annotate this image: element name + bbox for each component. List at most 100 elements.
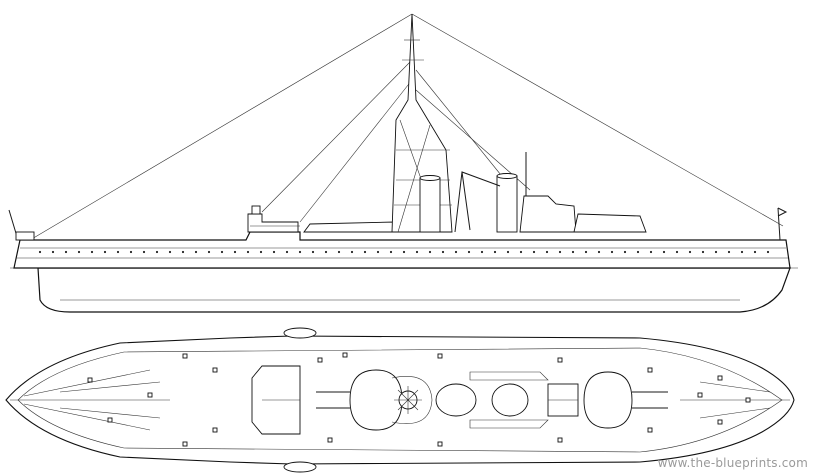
porthole: [363, 250, 367, 254]
porthole: [519, 250, 523, 254]
deck-fitting: [147, 392, 153, 398]
porthole: [194, 250, 198, 254]
deck-fitting: [557, 437, 563, 443]
deck-fitting: [212, 367, 218, 373]
forward-superstructure: [247, 213, 299, 233]
porthole: [740, 250, 744, 254]
stern-flagstaff: [777, 207, 781, 241]
porthole: [38, 250, 42, 254]
porthole: [454, 250, 458, 254]
forward-turret-side: [303, 221, 401, 233]
porthole: [402, 250, 406, 254]
porthole: [766, 250, 770, 254]
porthole: [311, 250, 315, 254]
porthole: [389, 250, 393, 254]
deck-fitting: [557, 357, 563, 363]
deck-fitting: [327, 437, 333, 443]
porthole: [142, 250, 146, 254]
porthole: [506, 250, 510, 254]
hull-side: [13, 231, 791, 269]
porthole: [246, 250, 250, 254]
porthole: [415, 250, 419, 254]
porthole: [467, 250, 471, 254]
lower-hull: [37, 267, 791, 313]
porthole: [636, 250, 640, 254]
deck-fitting: [317, 357, 323, 363]
porthole: [688, 250, 692, 254]
porthole: [532, 250, 536, 254]
aft-turret-side: [573, 213, 647, 233]
side-profile-view: [8, 13, 798, 313]
porthole: [168, 250, 172, 254]
porthole: [116, 250, 120, 254]
porthole: [220, 250, 224, 254]
porthole: [584, 250, 588, 254]
porthole: [545, 250, 549, 254]
aft-funnel: [496, 175, 518, 233]
porthole: [272, 250, 276, 254]
porthole: [610, 250, 614, 254]
boat-crane: [454, 171, 501, 233]
signal-lamp: [251, 205, 261, 215]
porthole: [727, 250, 731, 254]
porthole: [558, 250, 562, 254]
porthole: [285, 250, 289, 254]
porthole: [298, 250, 302, 254]
porthole: [675, 250, 679, 254]
porthole: [337, 250, 341, 254]
porthole: [324, 250, 328, 254]
porthole: [155, 250, 159, 254]
porthole: [662, 250, 666, 254]
deck-fitting: [437, 441, 443, 447]
porthole: [623, 250, 627, 254]
porthole: [233, 250, 237, 254]
porthole: [51, 250, 55, 254]
deck-fitting: [745, 397, 751, 403]
top-plan-view: [5, 327, 795, 473]
deck-fitting: [697, 392, 703, 398]
porthole: [103, 250, 107, 254]
porthole-row: [38, 250, 770, 254]
deck-fitting: [182, 353, 188, 359]
porthole: [701, 250, 705, 254]
porthole: [259, 250, 263, 254]
deck-fittings: [87, 352, 751, 447]
bow-capstan: [15, 231, 35, 241]
porthole: [441, 250, 445, 254]
deck-fitting: [717, 419, 723, 425]
porthole: [597, 250, 601, 254]
deck-fitting: [87, 377, 93, 383]
aft-turret-plan: [583, 371, 633, 429]
porthole: [571, 250, 575, 254]
watermark-text: www.the-blueprints.com: [657, 456, 808, 470]
deck-fitting: [342, 352, 348, 358]
porthole: [480, 250, 484, 254]
deck-fitting: [437, 353, 443, 359]
porthole: [64, 250, 68, 254]
porthole: [77, 250, 81, 254]
porthole: [493, 250, 497, 254]
porthole: [207, 250, 211, 254]
porthole: [376, 250, 380, 254]
deck-fitting: [647, 367, 653, 373]
forward-funnel: [419, 177, 441, 233]
porthole: [90, 250, 94, 254]
porthole: [753, 250, 757, 254]
deck-fitting: [107, 417, 113, 423]
porthole: [714, 250, 718, 254]
rigging-lines: [24, 13, 784, 244]
boat-starboard: [283, 461, 317, 473]
porthole: [428, 250, 432, 254]
aft-superstructure: [519, 195, 577, 233]
porthole: [129, 250, 133, 254]
deck-fitting: [647, 427, 653, 433]
boat-port: [283, 327, 317, 339]
deck-fitting: [717, 375, 723, 381]
deck-fitting: [212, 427, 218, 433]
deck-fitting: [182, 441, 188, 447]
aft-funnel-plan: [491, 383, 529, 417]
porthole: [350, 250, 354, 254]
porthole: [181, 250, 185, 254]
porthole: [649, 250, 653, 254]
